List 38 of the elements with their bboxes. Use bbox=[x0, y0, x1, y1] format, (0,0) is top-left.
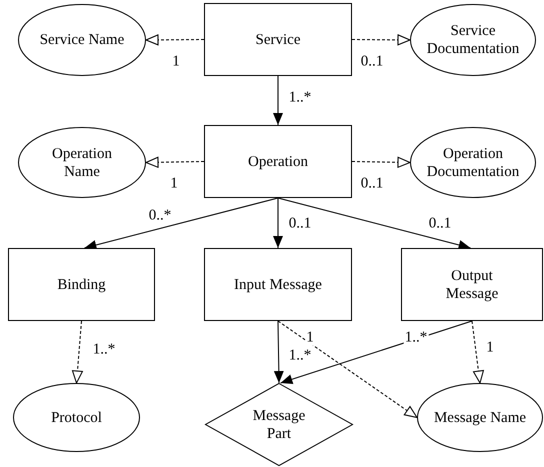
dashed-arrow bbox=[146, 34, 204, 46]
arrow bbox=[273, 198, 283, 248]
node-label: Service Name bbox=[38, 31, 126, 49]
attribute-ellipse bbox=[18, 127, 146, 198]
node-label: Service bbox=[256, 30, 300, 48]
attribute-ellipse bbox=[13, 383, 140, 452]
node-label: Operation bbox=[248, 152, 308, 170]
node-label: Protocol bbox=[50, 408, 103, 426]
node-label: Output Message bbox=[444, 266, 500, 302]
arrow bbox=[274, 320, 284, 384]
node-label: Binding bbox=[57, 276, 106, 294]
arrow bbox=[278, 198, 472, 250]
node-label: Service Documentation bbox=[426, 22, 520, 58]
dashed-arrow bbox=[352, 156, 410, 168]
dashed-arrow bbox=[352, 34, 410, 46]
class-box bbox=[401, 248, 543, 321]
node-label: Operation Name bbox=[51, 144, 113, 180]
node-label: Input Message bbox=[234, 276, 322, 294]
class-box bbox=[8, 248, 155, 321]
class-box bbox=[204, 248, 352, 321]
decision-diamond bbox=[205, 383, 353, 466]
arrow bbox=[273, 76, 283, 126]
node-label: Message Part bbox=[252, 406, 306, 442]
class-box bbox=[204, 125, 352, 198]
node-label: Operation Documentation bbox=[426, 144, 520, 180]
dashed-arrow bbox=[472, 320, 484, 384]
attribute-ellipse bbox=[18, 4, 146, 76]
multiplicity-label: 1 bbox=[305, 330, 315, 346]
attribute-ellipse bbox=[410, 4, 536, 76]
attribute-ellipse bbox=[410, 127, 536, 198]
dashed-arrow bbox=[278, 320, 418, 418]
dashed-arrow bbox=[72, 320, 83, 384]
class-box bbox=[204, 3, 352, 76]
multiplicity-label: 1..* bbox=[404, 330, 428, 346]
arrow bbox=[84, 198, 278, 250]
dashed-arrow bbox=[146, 156, 204, 168]
attribute-ellipse bbox=[417, 383, 543, 452]
node-label: Message Name bbox=[432, 408, 528, 426]
